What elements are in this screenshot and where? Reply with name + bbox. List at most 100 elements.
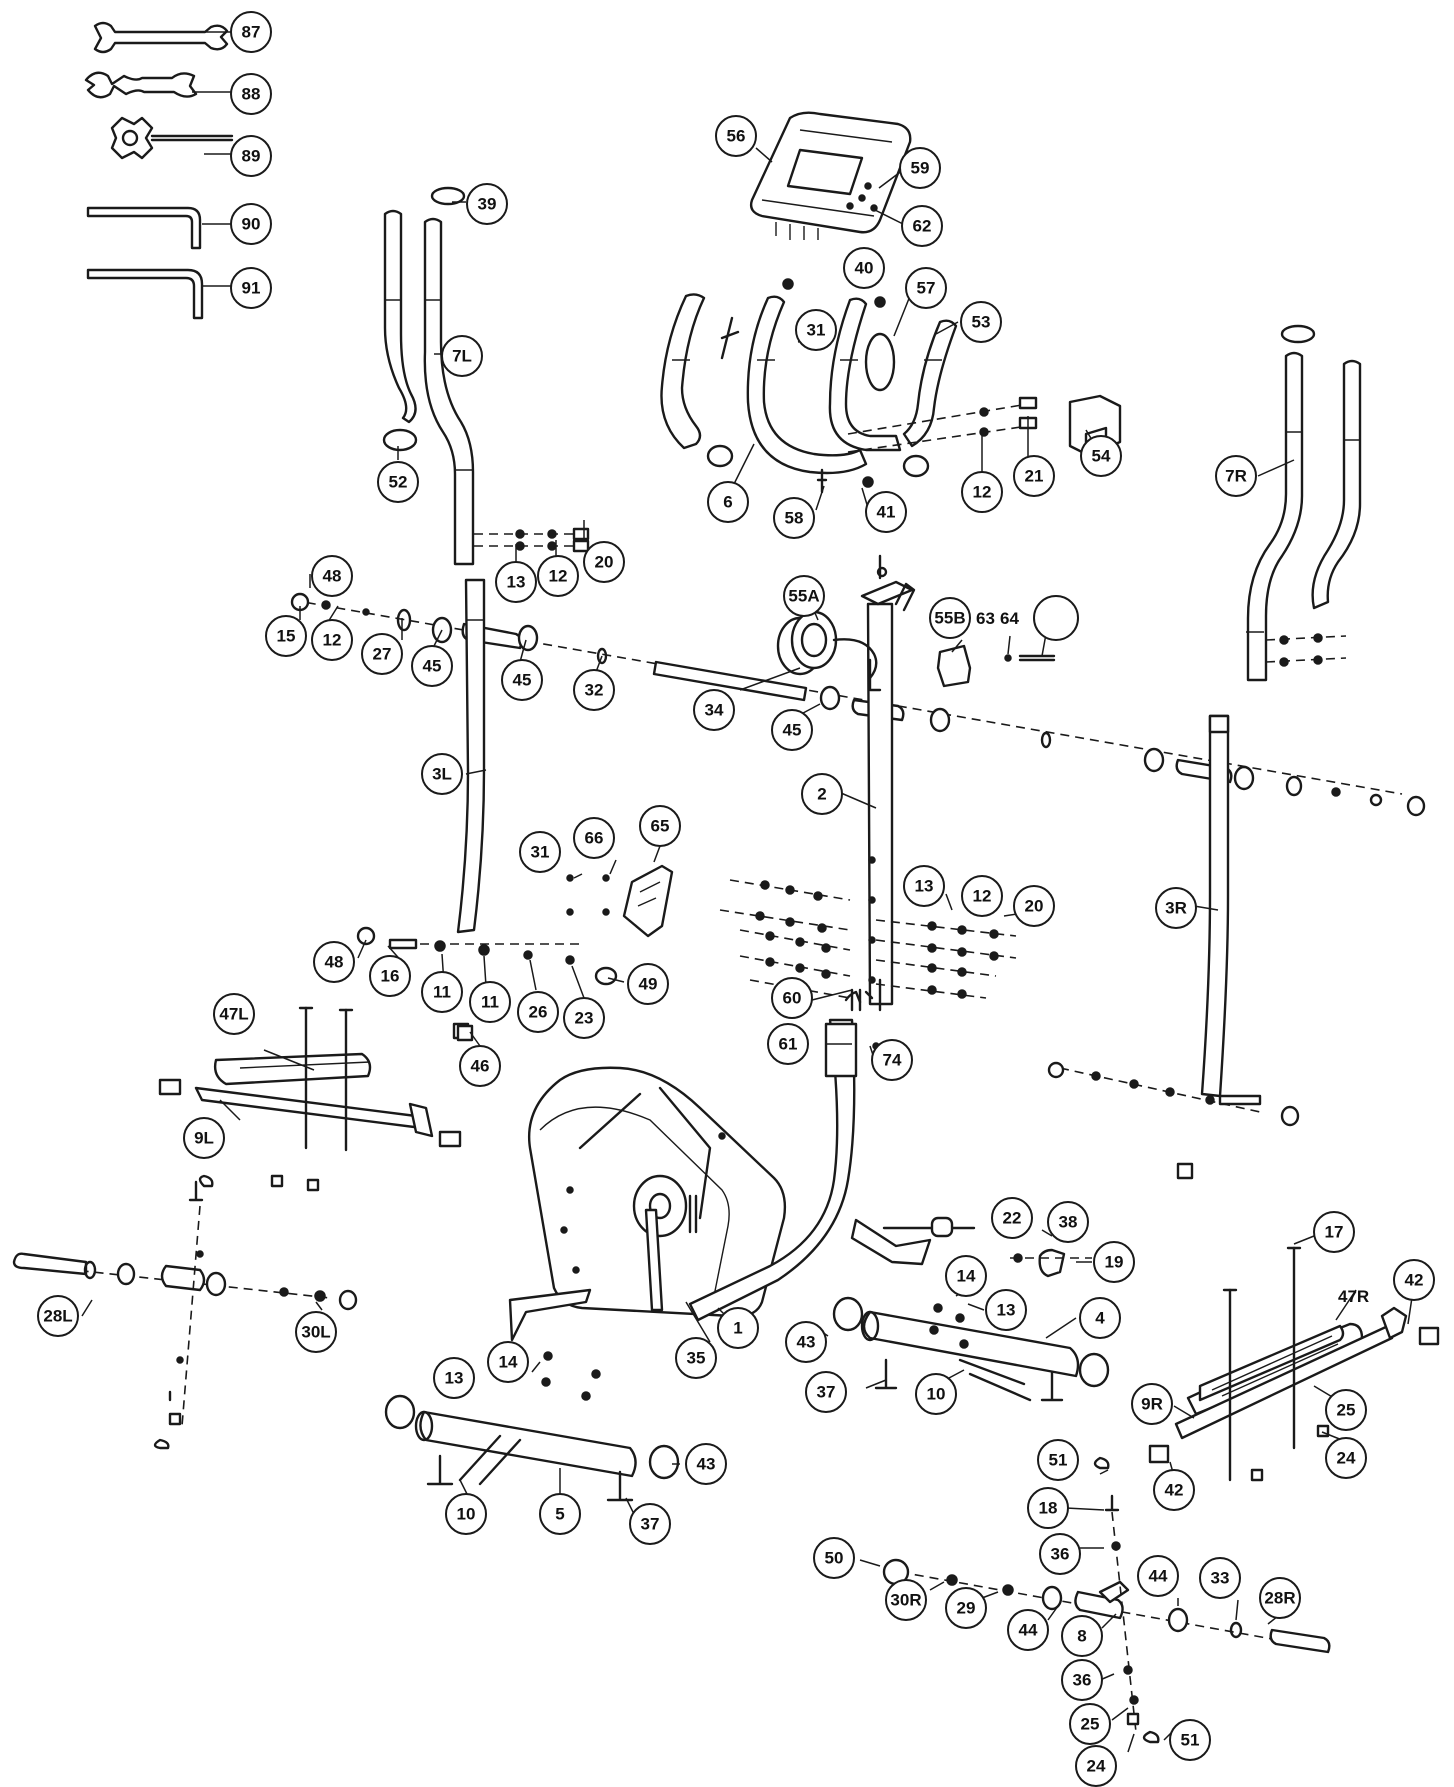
svg-text:24: 24 bbox=[1087, 1757, 1106, 1776]
callout-27: 27 bbox=[361, 633, 403, 675]
callout-57: 57 bbox=[905, 267, 947, 309]
bracket-65 bbox=[566, 864, 674, 938]
svg-text:42: 42 bbox=[1405, 1271, 1424, 1290]
left-upper-handlebar-7L bbox=[382, 209, 590, 566]
svg-text:15: 15 bbox=[277, 627, 296, 646]
svg-text:14: 14 bbox=[957, 1267, 976, 1286]
nut-46-icon bbox=[456, 1024, 474, 1042]
tension-knob-55A bbox=[776, 610, 882, 692]
callout-48-top: 48 bbox=[311, 555, 353, 597]
svg-text:32: 32 bbox=[585, 681, 604, 700]
callout-45-mid: 45 bbox=[501, 659, 543, 701]
callout-53: 53 bbox=[960, 301, 1002, 343]
callout-12-top: 12 bbox=[537, 555, 579, 597]
svg-text:49: 49 bbox=[639, 975, 658, 994]
svg-text:66: 66 bbox=[585, 829, 604, 848]
callout-42-top: 42 bbox=[1393, 1259, 1435, 1301]
svg-text:62: 62 bbox=[913, 217, 932, 236]
callout-2: 2 bbox=[801, 773, 843, 815]
svg-text:5: 5 bbox=[555, 1505, 564, 1524]
callout-48-low: 48 bbox=[313, 941, 355, 983]
svg-text:30L: 30L bbox=[301, 1323, 330, 1342]
svg-text:31: 31 bbox=[531, 843, 550, 862]
svg-text:35: 35 bbox=[687, 1349, 706, 1368]
svg-text:6: 6 bbox=[723, 493, 732, 512]
svg-text:29: 29 bbox=[957, 1599, 976, 1618]
svg-text:58: 58 bbox=[785, 509, 804, 528]
svg-text:47L: 47L bbox=[219, 1005, 248, 1024]
svg-text:48: 48 bbox=[325, 953, 344, 972]
callout-52: 52 bbox=[377, 461, 419, 503]
svg-text:87: 87 bbox=[242, 23, 261, 42]
callout-47L: 47L bbox=[213, 993, 255, 1035]
callout-24-right: 24 bbox=[1325, 1437, 1367, 1479]
tools-group bbox=[84, 21, 234, 320]
callout-4: 4 bbox=[1079, 1297, 1121, 1339]
svg-text:13: 13 bbox=[915, 877, 934, 896]
svg-text:1: 1 bbox=[733, 1319, 742, 1338]
svg-text:11: 11 bbox=[481, 993, 499, 1012]
svg-text:57: 57 bbox=[917, 279, 936, 298]
svg-text:23: 23 bbox=[575, 1009, 594, 1028]
svg-text:16: 16 bbox=[381, 967, 400, 986]
callout-39: 39 bbox=[466, 183, 508, 225]
callout-21: 21 bbox=[1013, 455, 1055, 497]
svg-text:65: 65 bbox=[651, 817, 670, 836]
svg-text:34: 34 bbox=[705, 701, 724, 720]
callout-19: 19 bbox=[1093, 1241, 1135, 1283]
callout-91: 91 bbox=[230, 267, 272, 309]
svg-text:59: 59 bbox=[911, 159, 930, 178]
callout-31-upper: 31 bbox=[795, 309, 837, 351]
callout-15: 15 bbox=[265, 615, 307, 657]
callout-89: 89 bbox=[230, 135, 272, 177]
svg-text:89: 89 bbox=[242, 147, 261, 166]
callout-16: 16 bbox=[369, 955, 411, 997]
callout-87: 87 bbox=[230, 11, 272, 53]
callout-9R: 9R bbox=[1131, 1383, 1173, 1425]
left-crank-assembly bbox=[12, 1174, 358, 1450]
lower-right-arm-3R bbox=[1047, 714, 1300, 1180]
callout-25-right: 25 bbox=[1325, 1389, 1367, 1431]
callout-33: 33 bbox=[1199, 1557, 1241, 1599]
svg-text:12: 12 bbox=[323, 631, 342, 650]
callout-empty bbox=[1033, 595, 1079, 641]
svg-text:55B: 55B bbox=[934, 609, 965, 628]
svg-text:36: 36 bbox=[1073, 1671, 1092, 1690]
main-frame-1 bbox=[508, 990, 932, 1342]
svg-text:28L: 28L bbox=[43, 1307, 72, 1326]
spoke-wrench-89-icon bbox=[110, 116, 234, 160]
svg-text:11: 11 bbox=[433, 983, 451, 1002]
svg-text:43: 43 bbox=[697, 1455, 716, 1474]
svg-text:36: 36 bbox=[1051, 1545, 1070, 1564]
callouts: 87 88 89 90 91 39 7L 52 56 59 62 40 57 5… bbox=[37, 11, 1435, 1787]
callout-28R: 28R bbox=[1259, 1577, 1301, 1619]
svg-text:42: 42 bbox=[1165, 1481, 1184, 1500]
callout-74: 74 bbox=[871, 1039, 913, 1081]
callout-30L: 30L bbox=[295, 1311, 337, 1353]
svg-text:53: 53 bbox=[972, 313, 991, 332]
callout-8: 8 bbox=[1061, 1615, 1103, 1657]
front-mast-2 bbox=[719, 554, 1017, 1012]
callout-60: 60 bbox=[771, 977, 813, 1019]
svg-text:61: 61 bbox=[779, 1035, 798, 1054]
callout-12-upper: 12 bbox=[961, 471, 1003, 513]
callout-25-bottom: 25 bbox=[1069, 1703, 1111, 1745]
callout-38: 38 bbox=[1047, 1201, 1089, 1243]
svg-text:12: 12 bbox=[973, 887, 992, 906]
callout-56: 56 bbox=[715, 115, 757, 157]
callout-36-bottom: 36 bbox=[1061, 1659, 1103, 1701]
svg-text:44: 44 bbox=[1149, 1567, 1168, 1586]
svg-text:43: 43 bbox=[797, 1333, 816, 1352]
svg-text:10: 10 bbox=[457, 1505, 476, 1524]
callout-35: 35 bbox=[675, 1337, 717, 1379]
svg-text:20: 20 bbox=[595, 553, 614, 572]
callout-17: 17 bbox=[1313, 1211, 1355, 1253]
label-63: 63 bbox=[976, 609, 995, 628]
right-pedal-arm-9R bbox=[1148, 1246, 1440, 1482]
callout-13-top: 13 bbox=[495, 561, 537, 603]
left-pedal-arm-9L bbox=[158, 1006, 462, 1192]
svg-text:50: 50 bbox=[825, 1549, 844, 1568]
callout-3R: 3R bbox=[1155, 887, 1197, 929]
right-upper-handlebar-7R bbox=[1246, 324, 1362, 682]
callout-29: 29 bbox=[945, 1587, 987, 1629]
